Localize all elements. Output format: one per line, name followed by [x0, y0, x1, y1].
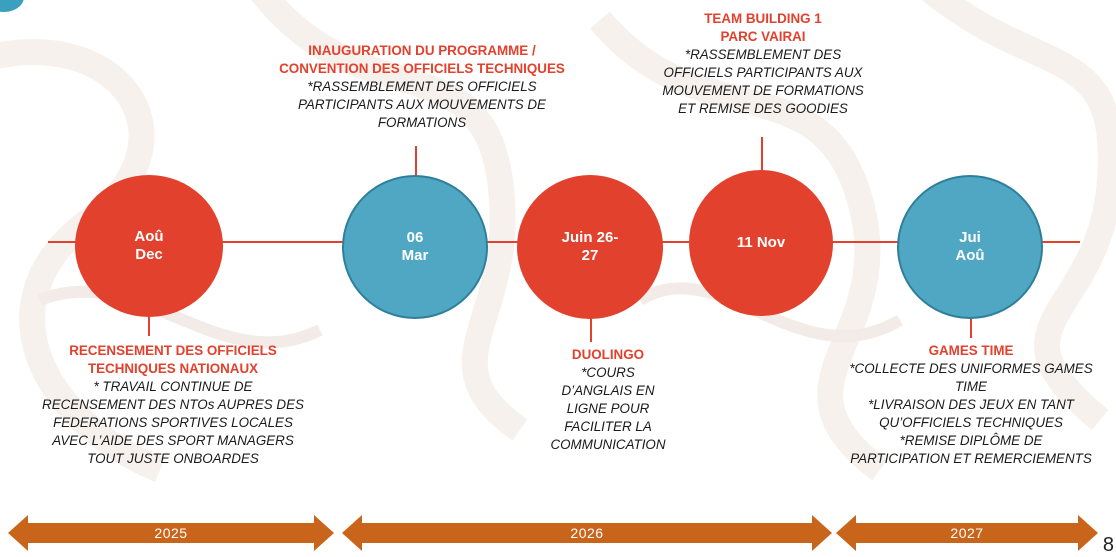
- year-arrow-2025: 2025: [8, 515, 334, 551]
- milestone-circle-juin: Juin 26- 27: [517, 175, 663, 319]
- circle-line: Mar: [401, 247, 429, 264]
- double-arrow-icon: [836, 515, 1098, 551]
- milestone-text-team-building: TEAM BUILDING 1 PARC VAIRAI *RASSEMBLEME…: [622, 10, 904, 118]
- double-arrow-icon: [8, 515, 334, 551]
- stem-11-nov: [761, 137, 763, 173]
- milestone-text-recensement: RECENSEMENT DES OFFICIELS TECHNIQUES NAT…: [0, 342, 346, 468]
- year-label: 2026: [570, 525, 604, 541]
- milestone-description: *COURS D’ANGLAIS EN LIGNE POUR FACILITER…: [550, 365, 666, 452]
- milestone-title: GAMES TIME: [928, 343, 1014, 358]
- circle-line: 27: [581, 247, 599, 264]
- milestone-description: *RASSEMBLEMENT DES OFFICIELS PARTICIPANT…: [297, 79, 546, 130]
- stem-jui-aou: [970, 314, 972, 338]
- milestone-text-games-time: GAMES TIME *COLLECTE DES UNIFORMES GAMES…: [826, 342, 1116, 468]
- circle-line: Dec: [135, 246, 163, 263]
- stem-06-mar: [415, 146, 417, 176]
- circle-line: 11 Nov: [736, 234, 786, 251]
- milestone-circle-06-mar: 06 Mar: [342, 175, 488, 319]
- circle-line: Juin 26-: [561, 229, 619, 246]
- year-arrow-2027: 2027: [836, 515, 1098, 551]
- milestone-description: *COLLECTE DES UNIFORMES GAMES TIME *LIVR…: [849, 361, 1093, 466]
- milestone-text-duolingo: DUOLINGO *COURS D’ANGLAIS EN LIGNE POUR …: [520, 346, 696, 454]
- stem-juin: [590, 314, 592, 342]
- page-number: 8: [1102, 534, 1114, 556]
- circle-line: Aoû: [134, 228, 164, 245]
- circle-line: Jui: [959, 229, 981, 246]
- double-arrow-icon: [342, 515, 832, 551]
- circle-line: 06: [406, 229, 424, 246]
- milestone-title: INAUGURATION DU PROGRAMME / CONVENTION D…: [279, 43, 565, 76]
- milestone-description: * TRAVAIL CONTINUE DE RECENSEMENT DES NT…: [42, 379, 304, 466]
- milestone-circle-jui-aou: Jui Aoû: [897, 175, 1043, 319]
- milestone-title: RECENSEMENT DES OFFICIELS TECHNIQUES NAT…: [69, 343, 277, 376]
- year-label: 2027: [950, 525, 984, 541]
- circle-line: Aoû: [955, 247, 985, 264]
- stem-aou-dec: [148, 312, 150, 336]
- milestone-text-inauguration: INAUGURATION DU PROGRAMME / CONVENTION D…: [232, 42, 612, 132]
- milestone-description: *RASSEMBLEMENT DES OFFICIELS PARTICIPANT…: [662, 47, 864, 116]
- milestone-circle-aou-dec: Aoû Dec: [75, 175, 223, 317]
- year-label: 2025: [154, 525, 188, 541]
- year-arrow-2026: 2026: [342, 515, 832, 551]
- milestone-circle-11-nov: 11 Nov: [689, 170, 833, 316]
- milestone-title: TEAM BUILDING 1 PARC VAIRAI: [704, 11, 822, 44]
- milestone-title: DUOLINGO: [571, 347, 645, 362]
